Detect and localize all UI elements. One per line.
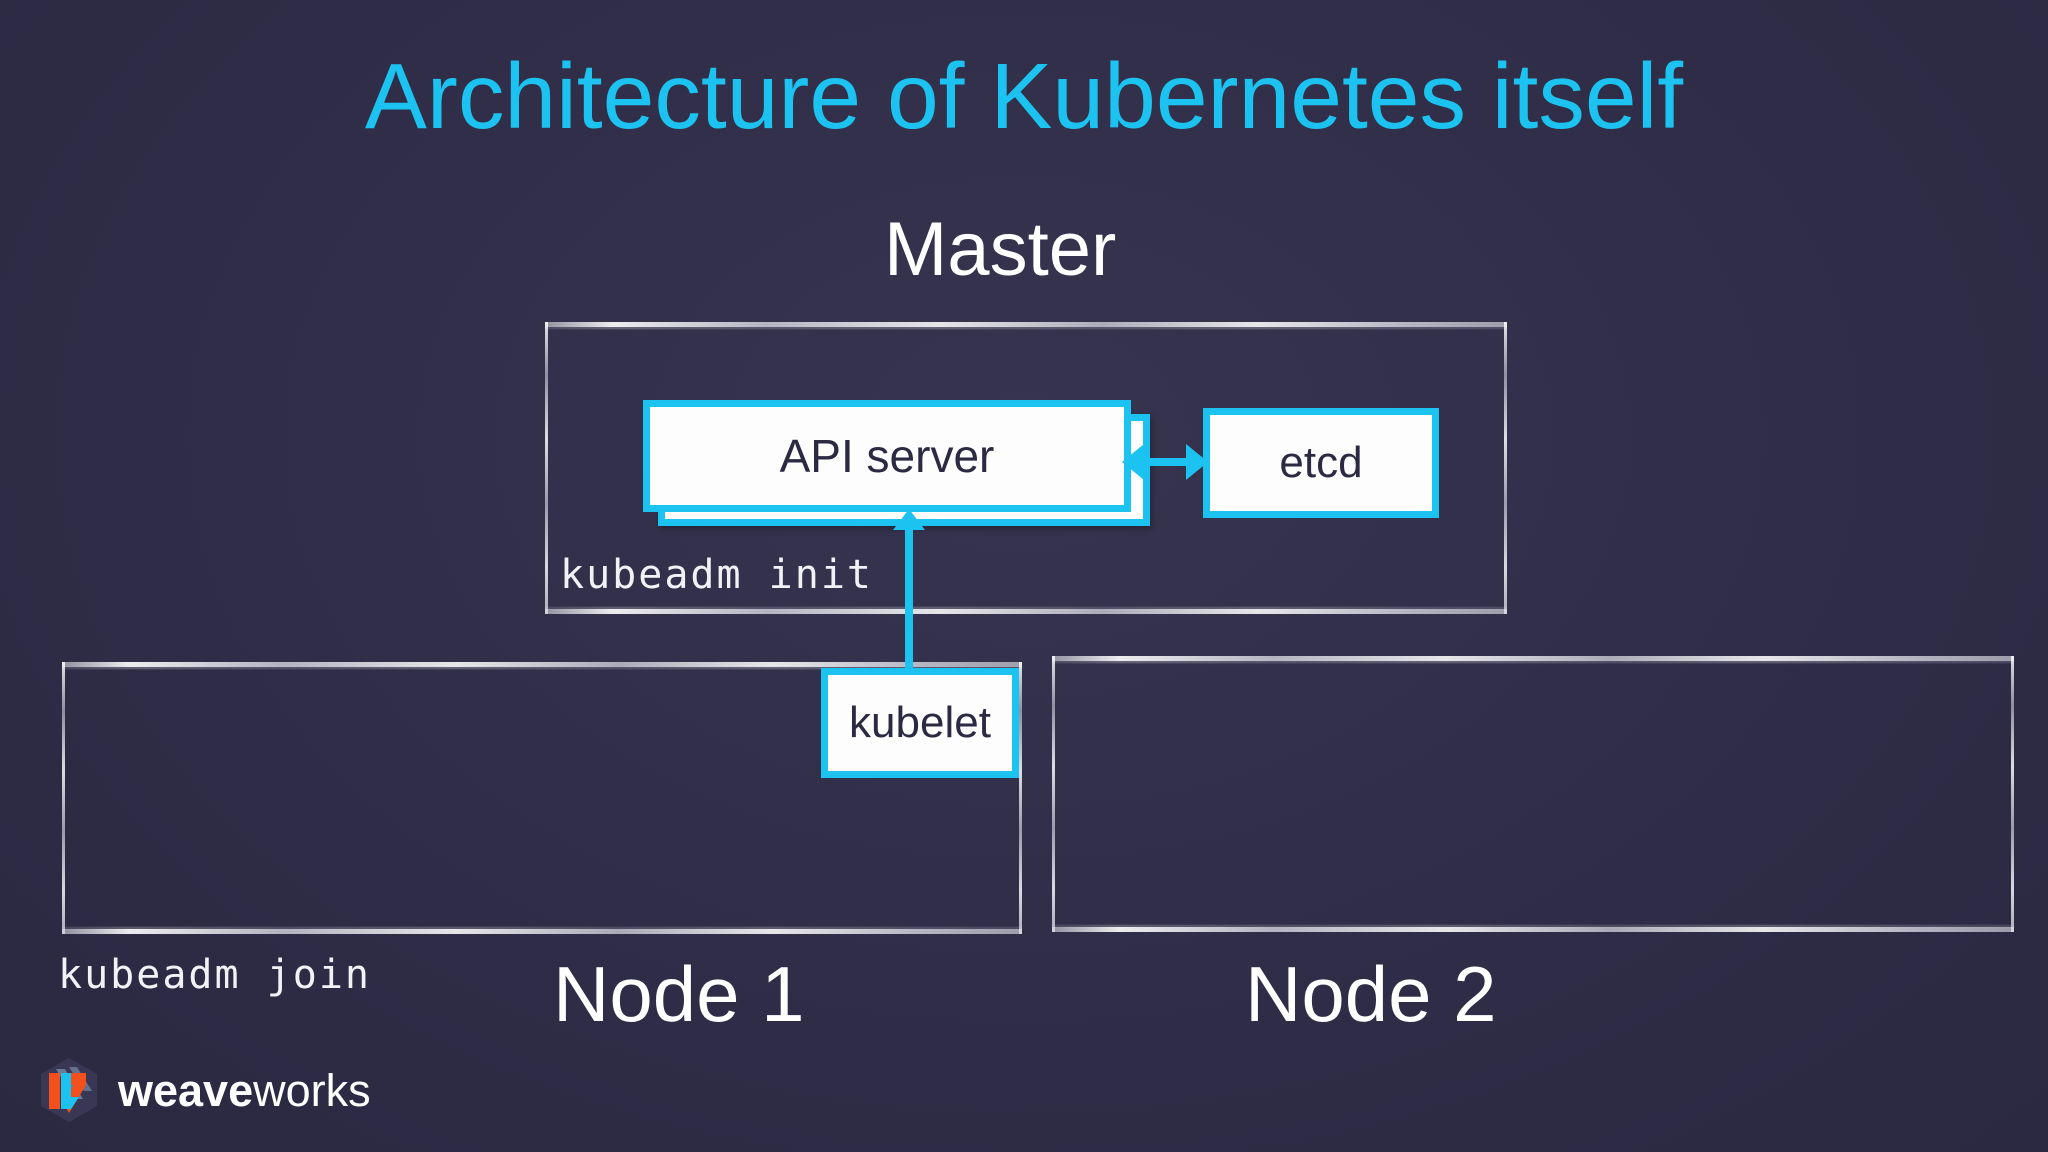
logo-brand-thin: works (253, 1064, 371, 1116)
weaveworks-logo: weaveworks (36, 1058, 371, 1122)
api-server-etcd-arrowhead-left-icon (1122, 444, 1144, 480)
kubelet-api-server-arrowhead-up-icon (893, 509, 925, 530)
node2-label: Node 2 (1245, 950, 1497, 1038)
etcd-box[interactable]: etcd (1203, 408, 1439, 518)
node1-box-left-edge (62, 662, 65, 934)
master-box-bottom-edge (545, 609, 1507, 614)
node1-box-bottom-edge-2 (62, 927, 1022, 929)
logo-brand-bold: weave (118, 1064, 254, 1116)
node2-box-top-edge (1052, 656, 2014, 661)
api-server-etcd-arrowhead-right-icon (1186, 444, 1208, 480)
node1-box-top-edge-2 (62, 667, 1022, 669)
node1-box-top-edge (62, 662, 1022, 667)
kubeadm-join-annotation: kubeadm join (58, 952, 371, 998)
node2-box-right-edge (2011, 656, 2014, 932)
kubeadm-init-annotation: kubeadm init (560, 552, 873, 598)
master-box-left-edge (545, 322, 548, 614)
weaveworks-hexagon-icon (41, 1058, 97, 1122)
node1-label: Node 1 (553, 950, 805, 1038)
node2-box-bottom-edge (1052, 927, 2014, 932)
node2-box-bottom-edge-2 (1052, 925, 2014, 927)
master-box-top-edge-2 (545, 327, 1507, 329)
node2-boundary-box (1052, 656, 2014, 932)
page-title: Architecture of Kubernetes itself (364, 44, 1684, 148)
master-box-top-edge (545, 322, 1507, 327)
kubelet-api-server-arrow-line (905, 524, 913, 674)
api-server-box[interactable]: API server (643, 400, 1131, 512)
master-box-bottom-edge-2 (545, 607, 1507, 609)
master-boundary-box (545, 322, 1507, 614)
weaveworks-wordmark: weaveworks (118, 1068, 371, 1113)
master-label: Master (884, 207, 1117, 292)
kubelet-box[interactable]: kubelet (821, 668, 1019, 778)
node1-box-right-edge (1019, 662, 1022, 934)
master-box-right-edge (1504, 322, 1507, 614)
node2-box-top-edge-2 (1052, 661, 2014, 663)
node2-box-left-edge (1052, 656, 1055, 932)
node1-box-bottom-edge (62, 929, 1022, 934)
node1-boundary-box (62, 662, 1022, 934)
api-server-etcd-arrow-line (1131, 458, 1203, 466)
